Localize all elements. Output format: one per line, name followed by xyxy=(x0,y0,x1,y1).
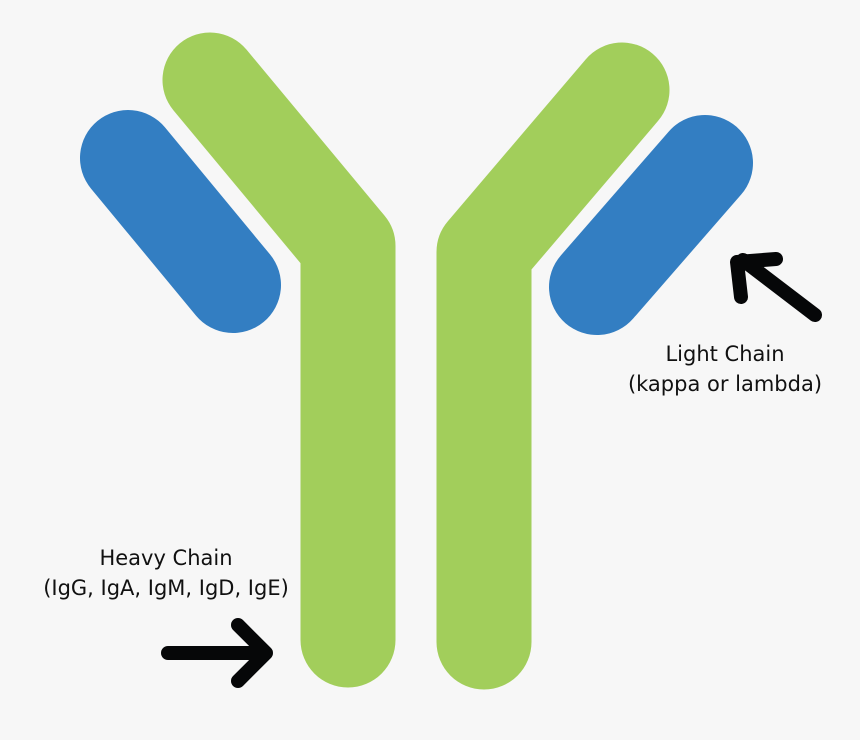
heavy-chain-right xyxy=(436,42,670,690)
light-chain-arrow xyxy=(730,252,822,322)
heavy-chain-label-subtitle: (IgG, IgA, IgM, IgD, IgE) xyxy=(43,576,289,600)
light-chain-label: Light Chain (kappa or lambda) xyxy=(600,339,850,399)
light-chain-label-title: Light Chain xyxy=(665,342,785,366)
heavy-chain-label-title: Heavy Chain xyxy=(99,546,233,570)
light-chain-label-subtitle: (kappa or lambda) xyxy=(627,372,823,396)
light-chain-left xyxy=(80,110,281,333)
heavy-chain-arrow xyxy=(161,618,273,688)
heavy-chain-left xyxy=(162,32,396,688)
heavy-chain-label: Heavy Chain (IgG, IgA, IgM, IgD, IgE) xyxy=(18,543,314,603)
light-chain-right xyxy=(549,115,753,335)
